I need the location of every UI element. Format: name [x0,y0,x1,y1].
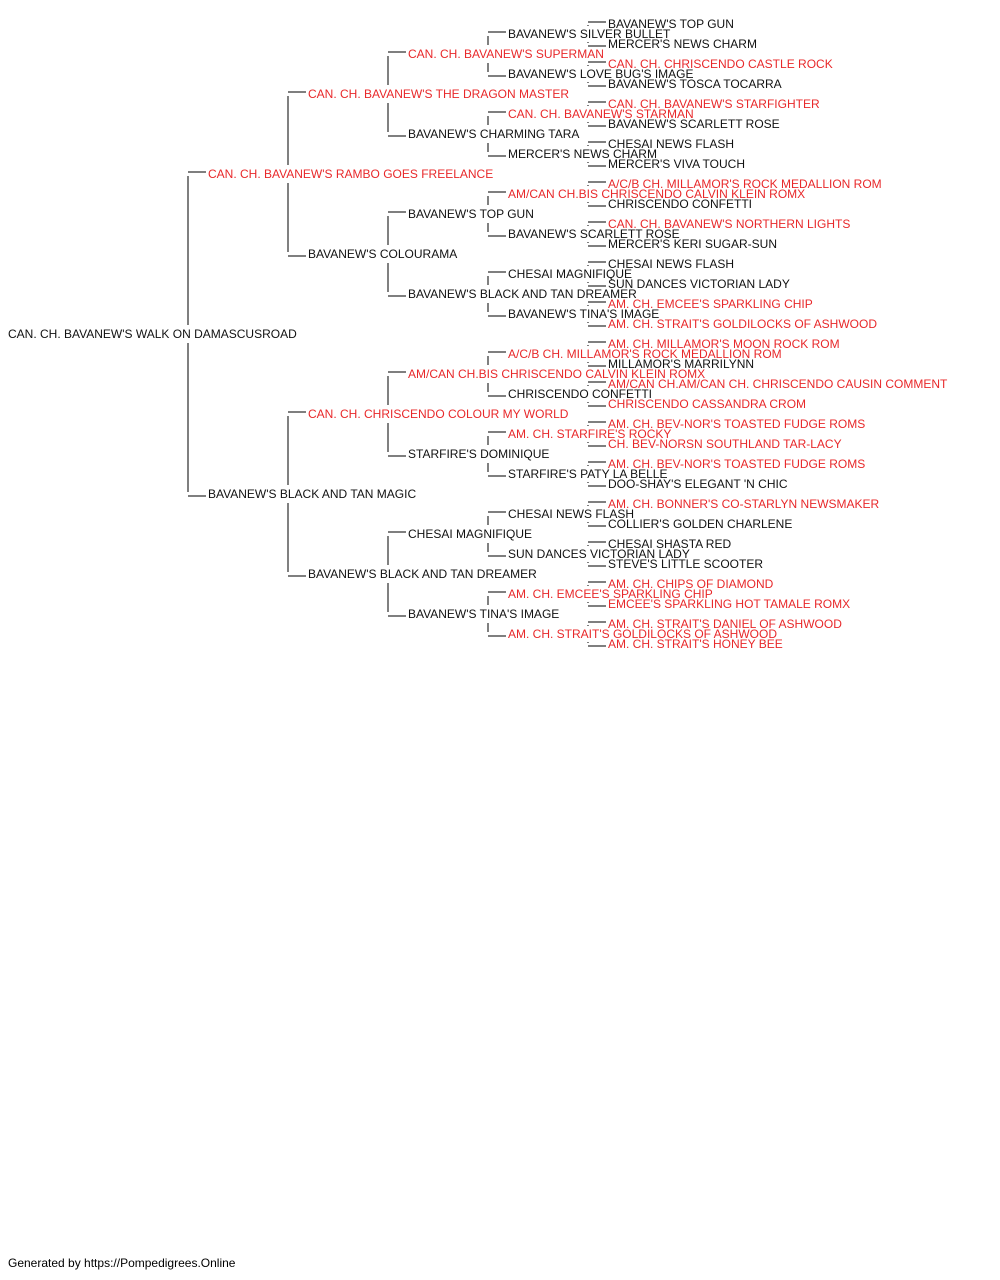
gen5-sire-name: CHESAI NEWS FLASH [608,137,734,151]
gen5-sire-name: AM. CH. BEV-NOR'S TOASTED FUDGE ROMS [608,457,865,471]
gen4-dam-name: BAVANEW'S TINA'S IMAGE [508,307,659,321]
gen5-sire-name: AM. CH. BONNER'S CO-STARLYN NEWSMAKER [608,497,880,511]
pedigree-labels: CAN. CH. BAVANEW'S WALK ON DAMASCUSROAD C… [8,17,948,651]
gen3-dam-name: STARFIRE'S DOMINIQUE [408,447,549,461]
gen3-sire-name: CAN. CH. BAVANEW'S SUPERMAN [408,47,604,61]
gen5-sire-name: AM. CH. BEV-NOR'S TOASTED FUDGE ROMS [608,417,865,431]
gen3-dam-name: BAVANEW'S CHARMING TARA [408,127,579,141]
gen5-sire-name: AM. CH. EMCEE'S SPARKLING CHIP [608,297,813,311]
gen5-dam-name: SUN DANCES VICTORIAN LADY [608,277,790,291]
gen5-dam-name: MERCER'S VIVA TOUCH [608,157,745,171]
gen5-sire-name: CAN. CH. CHRISCENDO CASTLE ROCK [608,57,833,71]
gen5-dam-name: BAVANEW'S SCARLETT ROSE [608,117,780,131]
gen5-sire-name: CAN. CH. BAVANEW'S STARFIGHTER [608,97,820,111]
gen3-sire-name: CHESAI MAGNIFIQUE [408,527,532,541]
gen5-dam-name: AM. CH. STRAIT'S GOLDILOCKS OF ASHWOOD [608,317,877,331]
generated-by-footer: Generated by https://Pompedigrees.Online [8,1256,236,1270]
gen5-dam-name: COLLIER'S GOLDEN CHARLENE [608,517,792,531]
gen4-sire-name: AM. CH. EMCEE'S SPARKLING CHIP [508,587,713,601]
gen5-sire-name: CHESAI NEWS FLASH [608,257,734,271]
gen4-sire-name: AM. CH. STARFIRE'S ROCKY [508,427,671,441]
gen2-sire-name: CAN. CH. CHRISCENDO COLOUR MY WORLD [308,407,569,421]
gen4-dam-name: SUN DANCES VICTORIAN LADY [508,547,690,561]
gen5-sire-name: AM. CH. STRAIT'S DANIEL OF ASHWOOD [608,617,842,631]
gen5-sire-name: BAVANEW'S TOP GUN [608,17,734,31]
gen4-dam-name: MERCER'S NEWS CHARM [508,147,657,161]
gen4-sire-name: CHESAI NEWS FLASH [508,507,634,521]
gen5-dam-name: CHRISCENDO CONFETTI [608,197,752,211]
gen5-sire-name: A/C/B CH. MILLAMOR'S ROCK MEDALLION ROM [608,177,882,191]
gen5-dam-name: STEVE'S LITTLE SCOOTER [608,557,763,571]
gen4-sire-name: AM/CAN CH.BIS CHRISCENDO CALVIN KLEIN RO… [508,187,805,201]
gen5-dam-name: MERCER'S NEWS CHARM [608,37,757,51]
gen5-dam-name: CHRISCENDO CASSANDRA CROM [608,397,806,411]
gen2-dam-name: BAVANEW'S COLOURAMA [308,247,457,261]
gen5-sire-name: AM/CAN CH.AM/CAN CH. CHRISCENDO CAUSIN C… [608,377,948,391]
gen5-dam-name: MERCER'S KERI SUGAR-SUN [608,237,777,251]
gen5-dam-name: DOO-SHAY'S ELEGANT 'N CHIC [608,477,788,491]
gen4-sire-name: CHESAI MAGNIFIQUE [508,267,632,281]
gen3-sire-name: BAVANEW'S TOP GUN [408,207,534,221]
gen5-sire-name: CAN. CH. BAVANEW'S NORTHERN LIGHTS [608,217,850,231]
gen4-sire-name: CAN. CH. BAVANEW'S STARMAN [508,107,694,121]
gen2-sire-name: CAN. CH. BAVANEW'S THE DRAGON MASTER [308,87,569,101]
gen4-sire-name: BAVANEW'S SILVER BULLET [508,27,671,41]
subject-name: CAN. CH. BAVANEW'S WALK ON DAMASCUSROAD [8,327,297,341]
gen2-dam-name: BAVANEW'S BLACK AND TAN DREAMER [308,567,537,581]
gen4-dam-name: BAVANEW'S SCARLETT ROSE [508,227,680,241]
gen3-dam-name: BAVANEW'S TINA'S IMAGE [408,607,559,621]
pedigree-connector-lines [187,21,606,647]
gen5-dam-name: BAVANEW'S TOSCA TOCARRA [608,77,782,91]
gen3-dam-name: BAVANEW'S BLACK AND TAN DREAMER [408,287,637,301]
gen4-dam-name: CHRISCENDO CONFETTI [508,387,652,401]
gen5-dam-name: AM. CH. STRAIT'S HONEY BEE [608,637,783,651]
gen3-sire-name: AM/CAN CH.BIS CHRISCENDO CALVIN KLEIN RO… [408,367,705,381]
gen5-dam-name: CH. BEV-NORSN SOUTHLAND TAR-LACY [608,437,842,451]
gen4-dam-name: AM. CH. STRAIT'S GOLDILOCKS OF ASHWOOD [508,627,777,641]
gen5-dam-name: EMCEE'S SPARKLING HOT TAMALE ROMX [608,597,850,611]
gen5-dam-name: MILLAMOR'S MARRILYNN [608,357,754,371]
gen4-dam-name: BAVANEW'S LOVE BUG'S IMAGE [508,67,694,81]
gen5-sire-name: AM. CH. CHIPS OF DIAMOND [608,577,774,591]
gen5-sire-name: CHESAI SHASTA RED [608,537,731,551]
gen4-dam-name: STARFIRE'S PATY LA BELLE [508,467,667,481]
gen5-sire-name: AM. CH. MILLAMOR'S MOON ROCK ROM [608,337,840,351]
gen1-dam-name: BAVANEW'S BLACK AND TAN MAGIC [208,487,416,501]
gen1-sire-name: CAN. CH. BAVANEW'S RAMBO GOES FREELANCE [208,167,493,181]
gen4-sire-name: A/C/B CH. MILLAMOR'S ROCK MEDALLION ROM [508,347,782,361]
